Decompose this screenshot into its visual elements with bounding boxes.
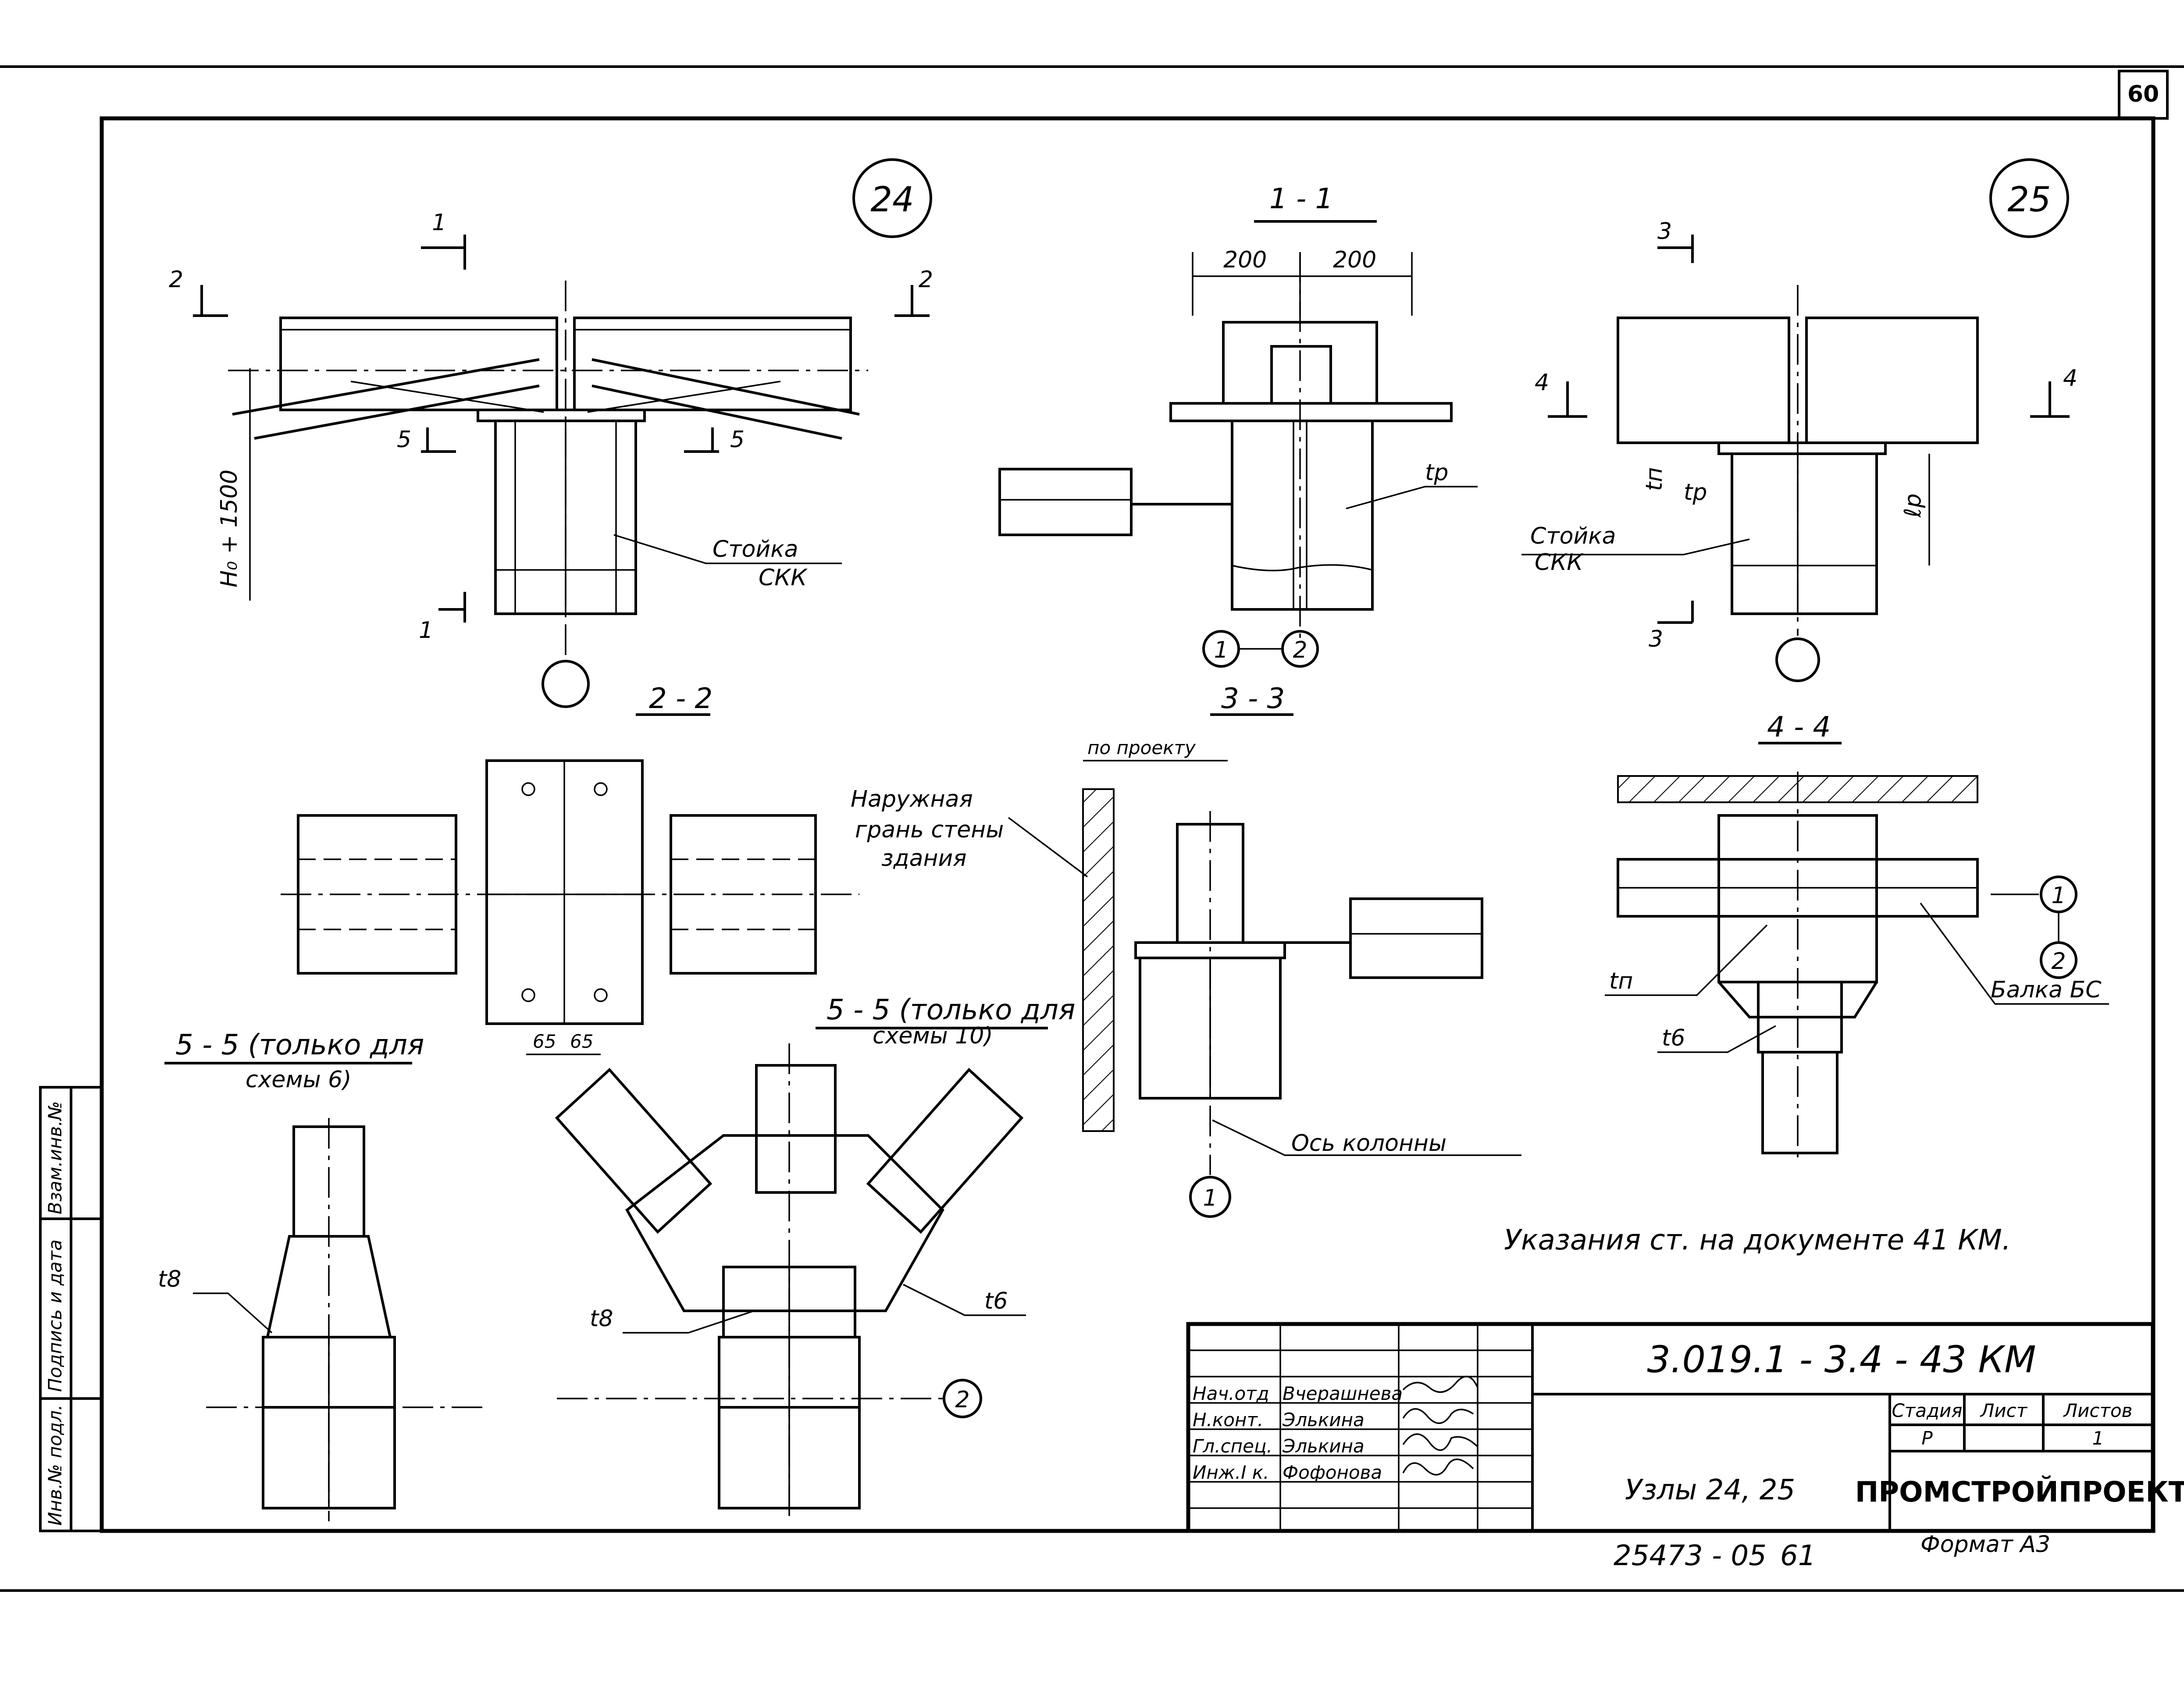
drawing-frame	[100, 116, 2155, 1533]
sheet-format: Формат А3	[1920, 1531, 2050, 1558]
archive-sheet: 61	[1780, 1540, 1816, 1572]
tb-organization: ПРОМСТРОЙПРОЕКТ	[1855, 1475, 2184, 1509]
section-5-5b-title-2: схемы 10)	[873, 1023, 993, 1049]
stamp-vzam-inv: Взам.инв.№	[44, 1101, 66, 1214]
title-block: Нач.отд Вчерашнева Н.конт. Элькина Гл.сп…	[1186, 1322, 2184, 1533]
dim-200-left: 200	[1223, 247, 1267, 273]
tb-name-2: Элькина	[1282, 1409, 1365, 1431]
section-5-5b-title-1: 5 - 5 (только для	[827, 994, 1075, 1026]
section-5-5-scheme-10: 5 - 5 (только для схемы 10) 2 t8 t6	[555, 994, 1075, 1521]
signature-1	[1402, 1375, 1479, 1393]
node-25-circle	[1989, 158, 2069, 238]
axis-1-bubble-b: 1	[1203, 1185, 1217, 1211]
t6-label-5-5: t6	[984, 1288, 1008, 1314]
signature-4	[1402, 1459, 1474, 1476]
tb-role-1: Нач.отд	[1193, 1383, 1269, 1404]
axis-1-bubble-c: 1	[2051, 883, 2066, 909]
tb-stage-header: Стадия	[1892, 1400, 1962, 1421]
height-dimension: H₀ + 1500	[216, 470, 242, 587]
cut-mark-3-bottom: 3	[1649, 626, 1663, 652]
axis-2-bubble-a: 2	[1293, 637, 1307, 663]
per-project-label: по проекту	[1087, 737, 1196, 758]
node-24-circle	[852, 158, 932, 238]
page-number-box: 60	[2118, 70, 2169, 120]
cut-mark-5-right: 5	[730, 427, 745, 453]
section-3-3-title: 3 - 3	[1221, 683, 1285, 715]
stamp-podpis-data: Подпись и дата	[44, 1239, 66, 1392]
tp-label-25: tр	[1684, 479, 1707, 505]
axis-1-bubble-a: 1	[1214, 637, 1228, 663]
lp-label-25: ℓр	[1900, 494, 1926, 518]
cut-mark-3-top: 3	[1657, 218, 1672, 245]
tb-document-code: 3.019.1 - 3.4 - 43 КМ	[1647, 1338, 2036, 1381]
archive-number: 25473 - 05	[1614, 1540, 1767, 1572]
tb-role-2: Н.конт.	[1193, 1409, 1263, 1431]
node-24-view: 24 1 2 2 5 5 1	[169, 158, 933, 708]
tb-role-4: Инж.I к.	[1193, 1462, 1269, 1483]
signature-2	[1402, 1408, 1474, 1424]
section-3-3: 3 - 3 по проекту Наружная грань стены зд…	[851, 683, 1521, 1218]
section-4-4-title: 4 - 4	[1767, 711, 1831, 744]
dim-200-right: 200	[1333, 247, 1376, 273]
cut-mark-1-top: 1	[432, 210, 446, 236]
cut-mark-4-left: 4	[1535, 370, 1549, 396]
page-number: 60	[2127, 81, 2159, 107]
wall-hatch	[1082, 788, 1115, 1132]
column-axis-label: Ось колонны	[1291, 1130, 1446, 1157]
tb-name-4: Фофонова	[1283, 1462, 1382, 1483]
node-25-number: 25	[2007, 180, 2051, 220]
node-24-number: 24	[870, 180, 914, 220]
signature-3	[1402, 1433, 1479, 1451]
cut-mark-4-right: 4	[2063, 365, 2077, 391]
section-5-5a-title-1: 5 - 5 (только для	[175, 1029, 424, 1061]
tn-label-25: tп	[1641, 467, 1667, 491]
cut-mark-2-left: 2	[169, 267, 183, 293]
cut-mark-1-bottom: 1	[419, 617, 433, 644]
cut-mark-2-right: 2	[919, 267, 933, 293]
sheet-note: Указания ст. на документе 41 КМ.	[1504, 1224, 2011, 1256]
tb-sheets-header: Листов	[2063, 1400, 2133, 1421]
axis-2-bubble-d: 2	[955, 1387, 969, 1413]
tb-name-3: Элькина	[1282, 1435, 1365, 1457]
cut-mark-5-left: 5	[397, 427, 411, 453]
stamp-inv-podl: Инв.№ подл.	[44, 1405, 66, 1526]
axis-2-bubble-c: 2	[2051, 948, 2066, 975]
column-type-24: СКК	[759, 565, 808, 591]
node-25-view: 25 3 4 4 tп tр ℓр Стойка СКК 3	[1521, 158, 2077, 682]
tn-label-4-4: tп	[1609, 968, 1633, 994]
tb-sheets: 1	[2092, 1427, 2104, 1449]
outer-face-label-2: грань стены	[855, 817, 1004, 843]
tp-label-1-1: tр	[1425, 459, 1448, 486]
outer-face-label-1: Наружная	[851, 786, 973, 812]
tb-name-1: Вчерашнева	[1283, 1383, 1403, 1404]
section-1-1-title: 1 - 1	[1269, 183, 1333, 215]
tb-stage: Р	[1921, 1427, 1933, 1449]
t6-label-4-4: t6	[1662, 1025, 1685, 1051]
section-5-5a-title-2: схемы 6)	[246, 1067, 352, 1093]
dim-65-right: 65	[570, 1031, 593, 1052]
section-1-1: 1 - 1 200 200 tр 1 2	[998, 183, 1478, 668]
section-2-2: 2 - 2 65 65	[281, 683, 859, 1055]
side-stamp: Инв.№ подл. Подпись и дата Взам.инв.№	[39, 1086, 103, 1532]
column-label-24: Стойка	[713, 536, 798, 562]
t8-label-left: t8	[158, 1266, 181, 1292]
t8-label-right: t8	[590, 1306, 613, 1332]
column-type-25: СКК	[1535, 549, 1584, 576]
section-4-4: 4 - 4 1 2 Балка БС tп t6	[1605, 711, 2109, 1157]
beam-bs-label: Балка БС	[1991, 977, 2102, 1003]
outer-face-label-3: здания	[881, 845, 967, 872]
tb-title: Узлы 24, 25	[1625, 1474, 1795, 1506]
tb-sheet-header: Лист	[1980, 1400, 2028, 1421]
tb-role-3: Гл.спец.	[1193, 1435, 1272, 1457]
column-label-25: Стойка	[1530, 523, 1616, 549]
section-2-2-title: 2 - 2	[649, 683, 713, 715]
dim-65-left: 65	[533, 1031, 556, 1052]
section-5-5-scheme-6: 5 - 5 (только для схемы 6) t8	[158, 1029, 487, 1521]
